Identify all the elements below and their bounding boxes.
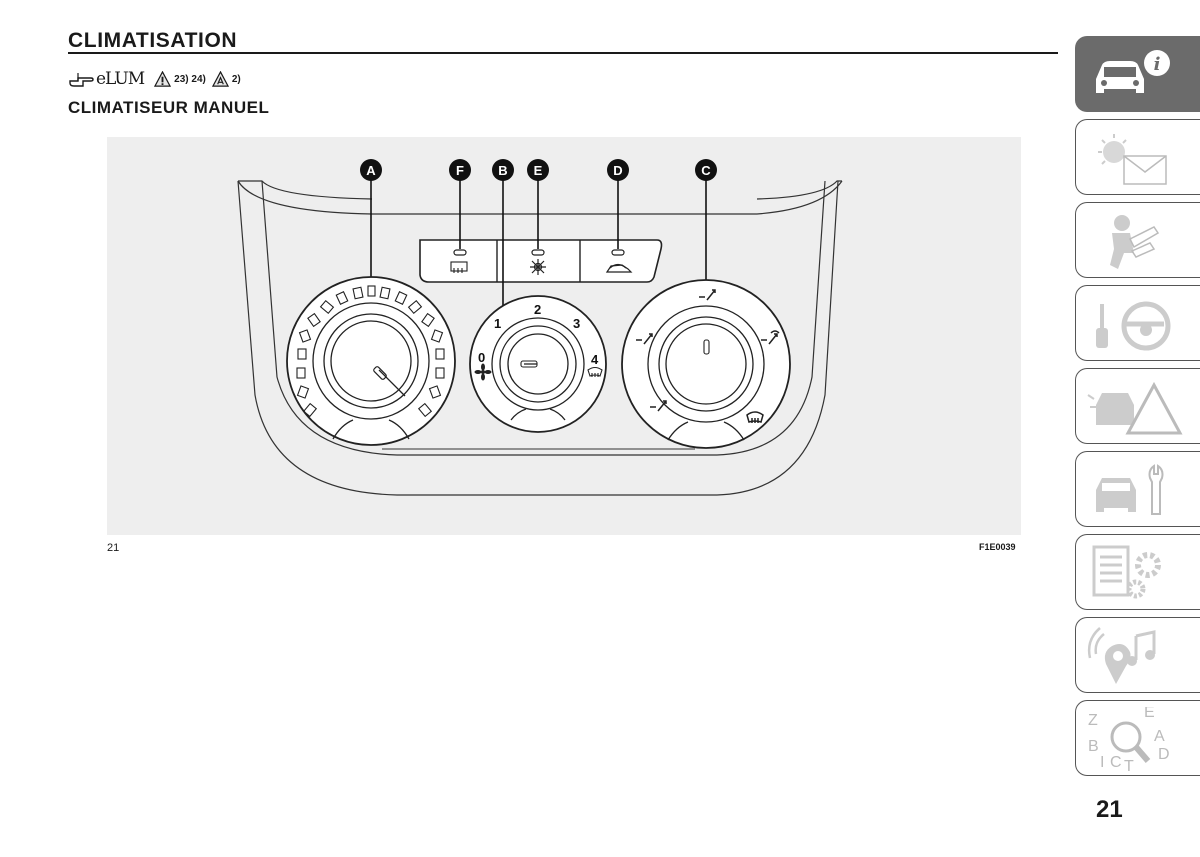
maintenance-icon bbox=[1096, 464, 1164, 515]
air-flow-icons bbox=[636, 289, 780, 423]
air-distribution-knob bbox=[621, 279, 791, 449]
fan-icon bbox=[474, 363, 492, 381]
climate-panel-drawing: 0 1 2 3 4 A F B E bbox=[237, 159, 843, 496]
callout-D-label: D bbox=[613, 163, 622, 178]
recirculation-car-icon bbox=[605, 263, 633, 273]
subsection-title: CLIMATISEUR MANUEL bbox=[68, 98, 270, 117]
callout-F: F bbox=[449, 159, 471, 181]
callout-A-label: A bbox=[366, 163, 376, 178]
callout-E: E bbox=[527, 159, 549, 181]
tab-technical-data[interactable] bbox=[1075, 534, 1200, 610]
elum-logo: eLUM bbox=[96, 69, 145, 89]
svg-text:E: E bbox=[1144, 707, 1155, 721]
svg-text:D: D bbox=[1158, 746, 1170, 763]
svg-text:I: I bbox=[1100, 754, 1104, 771]
tab-warning-lights[interactable] bbox=[1075, 119, 1200, 195]
svg-text:A: A bbox=[1154, 728, 1165, 745]
figure-number: 21 bbox=[107, 542, 120, 554]
climate-control-figure: 0 1 2 3 4 A F B E bbox=[107, 137, 1021, 535]
starting-driving-icon bbox=[1096, 301, 1171, 351]
svg-text:i: i bbox=[1154, 54, 1161, 75]
caution-references: 2) bbox=[231, 73, 241, 85]
tab-maintenance[interactable] bbox=[1075, 451, 1200, 527]
warning-light-icon bbox=[1098, 134, 1167, 185]
multimedia-icon bbox=[1087, 627, 1156, 684]
emergency-icon bbox=[1087, 381, 1183, 435]
pointing-hand-icon bbox=[69, 73, 94, 87]
tab-starting-driving[interactable] bbox=[1075, 285, 1200, 361]
fan-speed-2: 2 bbox=[534, 302, 541, 317]
tab-safety[interactable] bbox=[1075, 202, 1200, 278]
tab-emergency[interactable] bbox=[1075, 368, 1200, 444]
safety-icon bbox=[1110, 215, 1160, 269]
callouts: A F B E D C bbox=[360, 159, 717, 181]
caution-triangle-icon bbox=[211, 70, 229, 87]
fan-speed-4: 4 bbox=[591, 352, 599, 367]
callout-E-label: E bbox=[534, 163, 543, 178]
callout-D: D bbox=[607, 159, 629, 181]
callout-C: C bbox=[695, 159, 717, 181]
callout-A: A bbox=[360, 159, 382, 181]
reference-line: eLUM 23) 24) 2) bbox=[68, 68, 247, 90]
fan-speed-3: 3 bbox=[573, 316, 580, 331]
temperature-knob bbox=[286, 276, 456, 446]
warning-triangle-icon bbox=[154, 70, 172, 87]
svg-text:T: T bbox=[1124, 758, 1134, 771]
callout-C-label: C bbox=[701, 163, 711, 178]
svg-text:B: B bbox=[1088, 738, 1099, 755]
tab-multimedia[interactable] bbox=[1075, 617, 1200, 693]
warning-references: 23) 24) bbox=[174, 73, 206, 85]
technical-data-icon bbox=[1092, 545, 1161, 599]
callout-B: B bbox=[492, 159, 514, 181]
callout-F-label: F bbox=[456, 163, 464, 178]
title-divider bbox=[68, 52, 1058, 54]
figure-code: F1E0039 bbox=[979, 542, 1016, 552]
windshield-defrost-icon bbox=[587, 366, 603, 377]
fan-speed-1: 1 bbox=[494, 316, 501, 331]
fan-speed-knob bbox=[469, 295, 607, 433]
fan-speed-0: 0 bbox=[478, 350, 485, 365]
rear-defrost-icon bbox=[450, 261, 468, 273]
car-info-icon: i bbox=[1096, 50, 1170, 93]
tab-car-info[interactable]: i bbox=[1075, 36, 1200, 112]
button-panel bbox=[419, 239, 663, 283]
callout-B-label: B bbox=[498, 163, 507, 178]
page-number: 21 bbox=[1096, 796, 1123, 823]
svg-text:Z: Z bbox=[1088, 712, 1098, 729]
svg-text:C: C bbox=[1110, 754, 1122, 771]
fan-scale-labels: 0 1 2 3 4 bbox=[478, 302, 599, 367]
callout-lines bbox=[370, 179, 707, 319]
ac-snowflake-icon bbox=[530, 259, 546, 275]
section-title: CLIMATISATION bbox=[68, 29, 238, 52]
